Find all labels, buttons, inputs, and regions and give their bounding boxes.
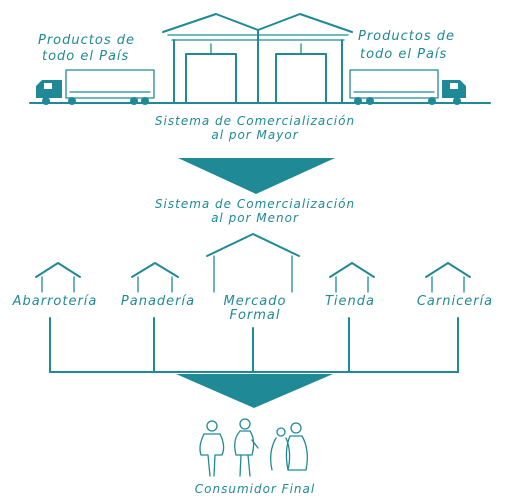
store-label-tienda: Tienda <box>324 294 375 309</box>
store-house-icon <box>35 262 81 293</box>
truck-icon <box>349 69 466 105</box>
productos-right-line1: Productos de <box>358 29 455 44</box>
store-house-icon <box>425 262 471 293</box>
arrow-down-icon <box>176 374 333 408</box>
truck-icon <box>36 69 155 105</box>
store-house-icon <box>131 262 179 293</box>
store-label-formal: Formal <box>229 308 281 323</box>
consumidor-label: Consumidor Final <box>194 482 316 496</box>
store-label-carniceria: Carnicería <box>416 294 494 309</box>
consumers-icon <box>199 418 308 477</box>
productos-left-line2: todo el País <box>42 49 130 64</box>
mayor-line2: al por Mayor <box>211 128 299 142</box>
menor-line1: Sistema de Comercialización <box>154 197 356 211</box>
store-label-mercado: Mercado <box>223 294 287 309</box>
warehouse-icon <box>162 13 353 104</box>
menor-line2: al por Menor <box>211 211 299 225</box>
store-label-panaderia: Panadería <box>120 294 196 309</box>
store-label-abarroteria: Abarrotería <box>12 294 98 309</box>
store-house-icon <box>206 233 300 293</box>
store-house-icon <box>329 262 375 293</box>
arrow-down-icon <box>178 158 335 194</box>
productos-right-line2: todo el País <box>360 47 448 62</box>
connector-lines <box>49 317 459 373</box>
mayor-line1: Sistema de Comercialización <box>154 114 356 128</box>
productos-left-line1: Productos de <box>38 33 135 48</box>
